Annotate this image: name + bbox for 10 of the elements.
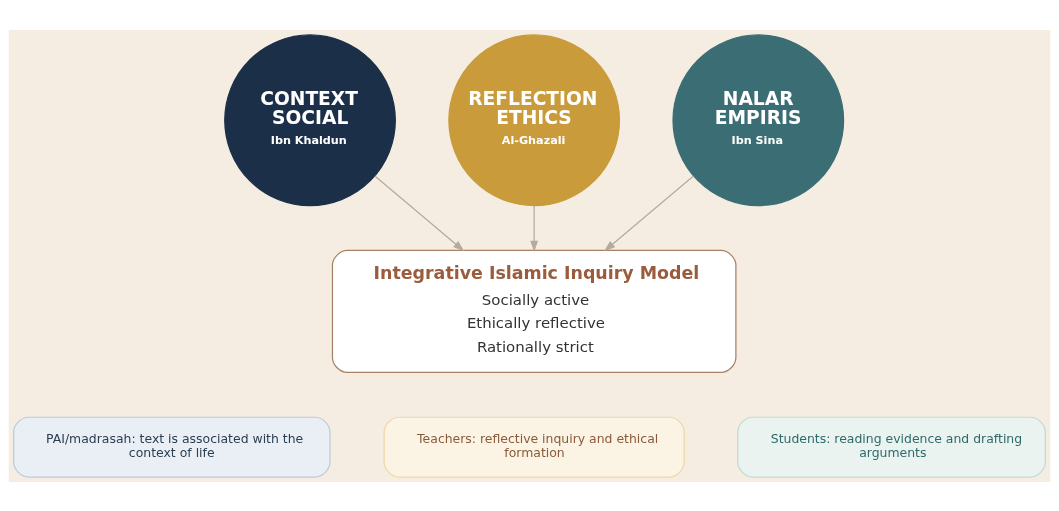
arrow bbox=[530, 204, 539, 252]
arrow bbox=[374, 174, 465, 251]
node-circle: REFLECTION ETHICS Al-Ghazali bbox=[448, 33, 621, 206]
node-circle: CONTEXT SOCIAL Ibn Khaldun bbox=[224, 33, 396, 206]
node-circle: NALAR EMPIRIS Ibn Sina bbox=[672, 33, 845, 206]
node-box: Integrative Islamic Inquiry Model Socially active Ethically reflective Rationally strict bbox=[331, 249, 737, 373]
node-box: PAI/madrasah: text is associated with the context of life bbox=[13, 416, 331, 478]
arrow bbox=[604, 174, 695, 251]
node-box: Students: reading evidence and drafting arguments bbox=[737, 416, 1046, 478]
node-box: Teachers: reflective inquiry and ethical formation bbox=[383, 416, 685, 478]
